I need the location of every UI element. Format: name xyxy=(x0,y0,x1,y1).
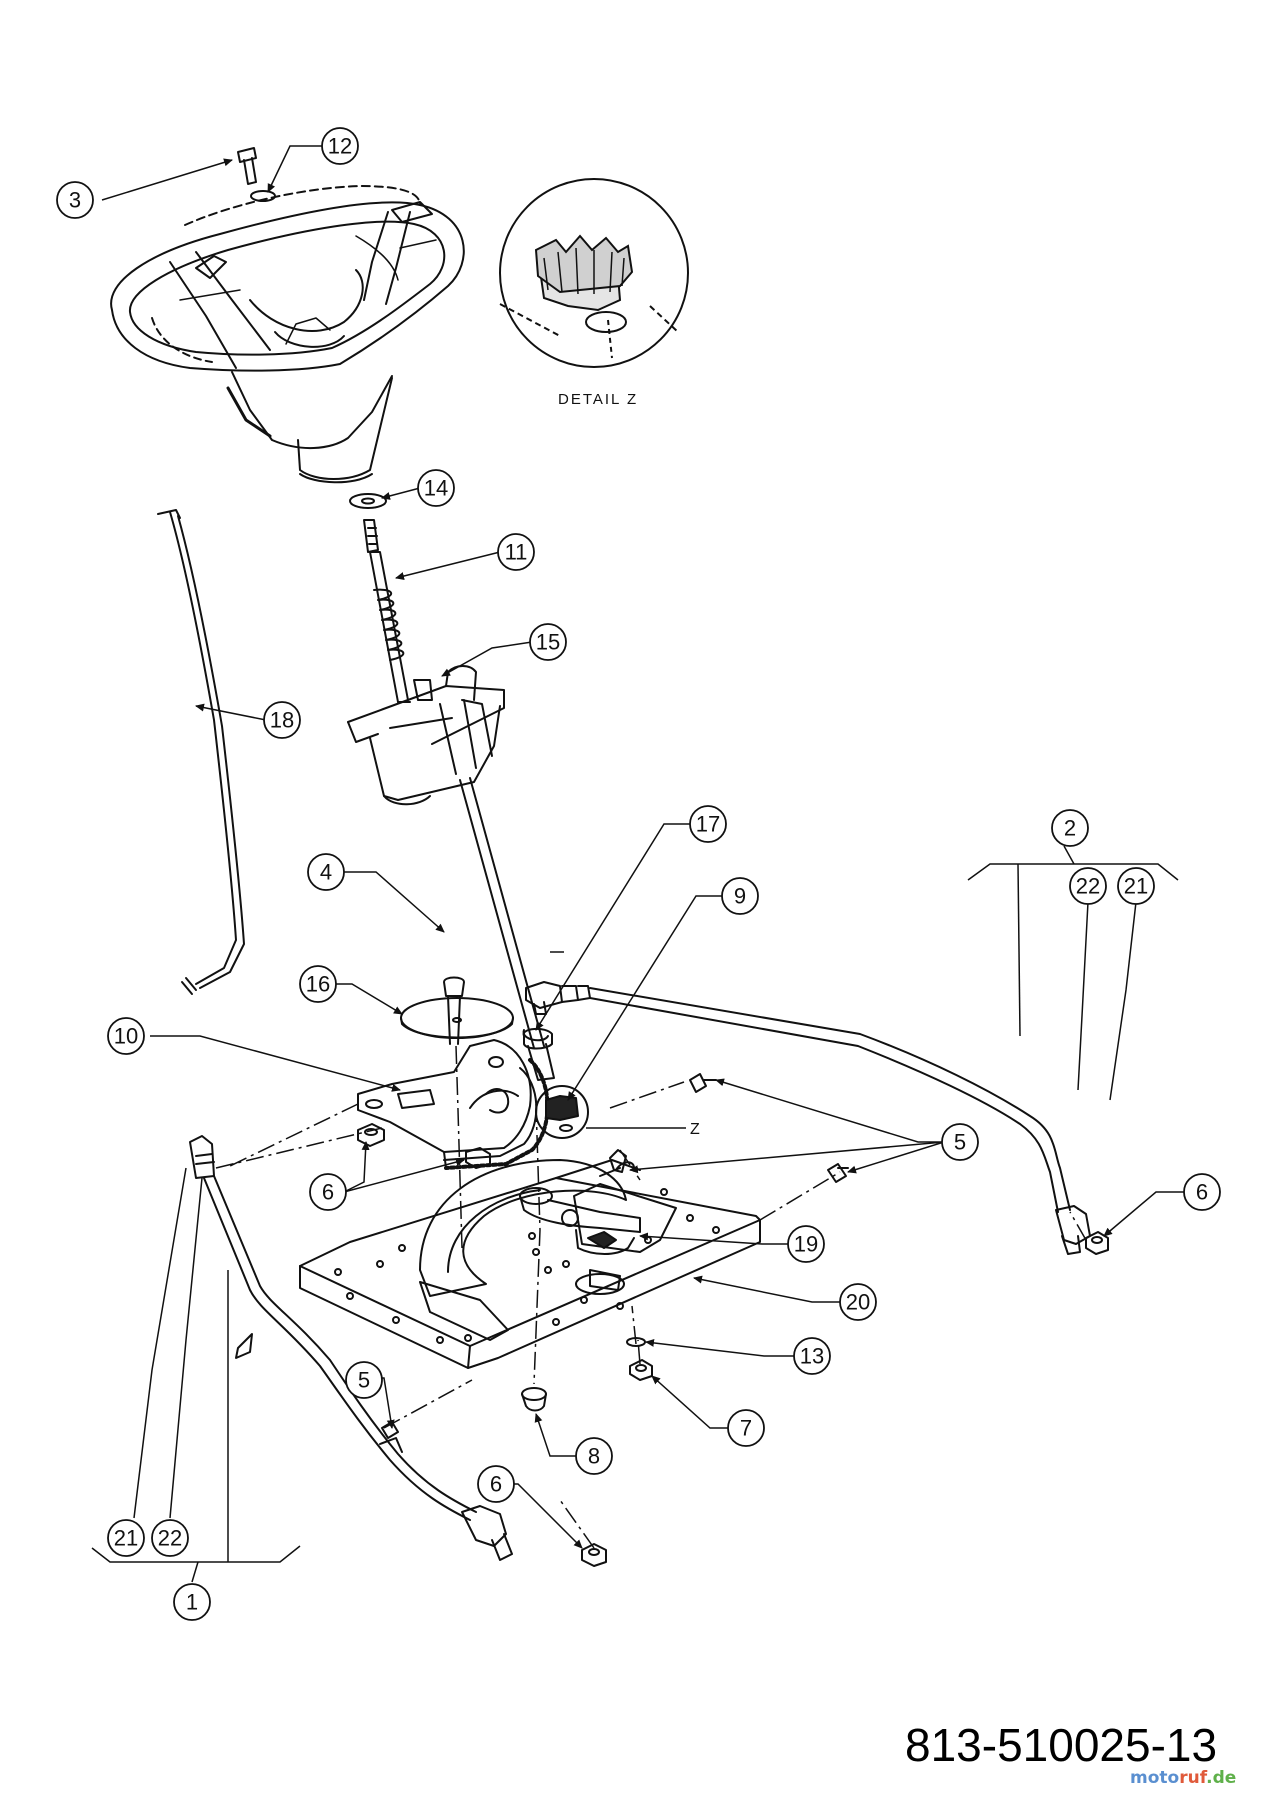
callout-21-right: 21 xyxy=(1124,874,1148,899)
bracket-part-15 xyxy=(347,665,505,806)
leader-lines xyxy=(101,145,1184,1549)
callout-8: 8 xyxy=(588,1444,600,1469)
bushing-part-8 xyxy=(521,1387,547,1412)
screw-part-5-right xyxy=(827,1163,849,1183)
detail-z-marker: Z xyxy=(690,1121,700,1138)
callout-7: 7 xyxy=(740,1416,752,1441)
callout-5-right: 5 xyxy=(954,1130,966,1155)
sector-gear-part-10 xyxy=(357,1039,550,1170)
screw-part-5-top xyxy=(689,1073,717,1093)
washer-part-12 xyxy=(250,190,276,202)
bolt-part-4 xyxy=(443,976,465,1045)
callout-19: 19 xyxy=(794,1232,818,1257)
nut-part-6-left xyxy=(357,1123,385,1147)
arm-part-19 xyxy=(519,1161,641,1255)
nut-part-6-bottom xyxy=(581,1543,607,1567)
bolt-part-3 xyxy=(237,147,257,185)
tie-rod-part-1 xyxy=(189,1135,513,1561)
callout-11: 11 xyxy=(505,540,528,565)
washer-part-14 xyxy=(349,493,387,509)
pinion-part-17 xyxy=(522,1028,589,1139)
callout-16: 16 xyxy=(306,972,330,997)
callout-4: 4 xyxy=(320,860,332,885)
tie-rod-part-2 xyxy=(525,981,1091,1255)
detail-z-view xyxy=(499,178,689,368)
detail-z-label: DETAIL Z xyxy=(558,391,638,408)
callout-20: 20 xyxy=(846,1290,870,1315)
callout-1: 1 xyxy=(186,1590,198,1615)
callout-3: 3 xyxy=(69,188,81,213)
nut-part-6-mid xyxy=(465,1147,491,1169)
callout-14: 14 xyxy=(424,476,448,501)
callout-22-left: 22 xyxy=(158,1526,182,1551)
callout-5-bottom: 5 xyxy=(358,1368,370,1393)
callout-22-right: 22 xyxy=(1076,874,1100,899)
screw-part-5-mid xyxy=(609,1149,627,1173)
nut-part-7 xyxy=(629,1359,653,1381)
rod-part-18 xyxy=(157,509,245,995)
base-plate-part-20 xyxy=(299,1159,761,1369)
callout-15: 15 xyxy=(536,630,560,655)
callout-6-left: 6 xyxy=(322,1180,334,1205)
callout-13: 13 xyxy=(800,1344,824,1369)
callout-9: 9 xyxy=(734,884,746,909)
nut-part-6-right xyxy=(1085,1231,1109,1255)
watermark-logo: motoruf.de xyxy=(1130,1768,1237,1788)
alignment-lines xyxy=(215,1045,1087,1549)
steering-wheel xyxy=(110,185,465,484)
document-number: 813-510025-13 xyxy=(905,1719,1218,1771)
assembly-bracket-2 xyxy=(967,845,1179,1101)
callout-10: 10 xyxy=(114,1024,138,1049)
callout-21-left: 21 xyxy=(114,1526,138,1551)
callout-2: 2 xyxy=(1064,816,1076,841)
assembly-bracket-1 xyxy=(91,1167,301,1583)
callout-17: 17 xyxy=(696,812,720,837)
callout-18: 18 xyxy=(270,708,294,733)
callout-6-right: 6 xyxy=(1196,1180,1208,1205)
callout-6-bottom: 6 xyxy=(490,1472,502,1497)
callout-12: 12 xyxy=(328,134,352,159)
